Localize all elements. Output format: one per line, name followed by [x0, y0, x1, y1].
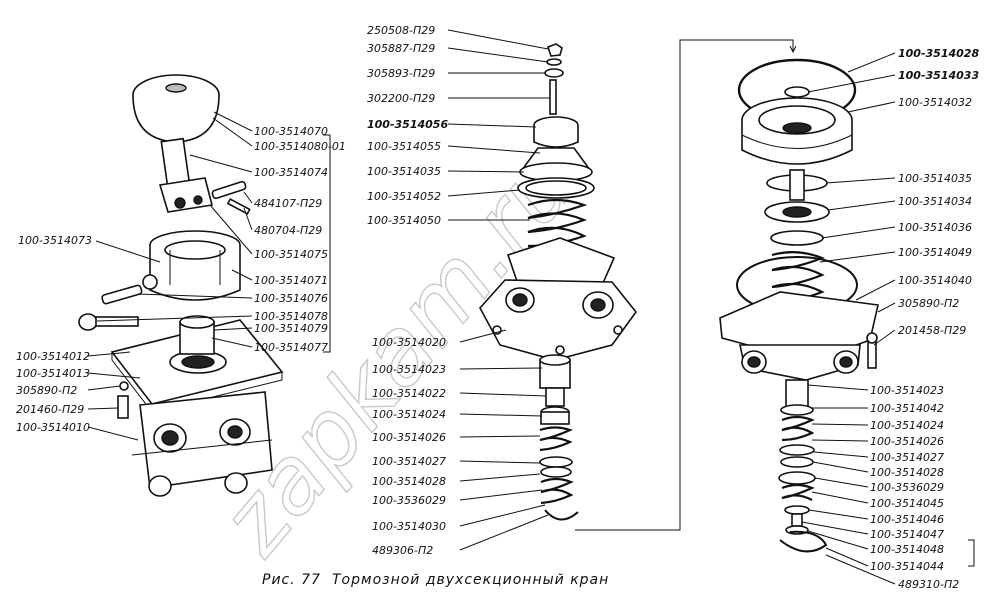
part-label: 100-3514047 [870, 528, 944, 541]
part-label: 100-3514044 [870, 560, 944, 573]
part-label: 100-3514033 [898, 69, 979, 82]
connector-line-2 [575, 520, 681, 531]
part-label: 100-3514034 [898, 195, 972, 208]
part-label: 100-3514046 [870, 513, 944, 526]
part-label: 100-3514045 [870, 497, 944, 510]
part-label: 100-3536029 [372, 494, 446, 507]
part-label: 100-3514077 [254, 341, 328, 354]
part-label: 100-3536029 [870, 481, 944, 494]
figure-number: Рис. 77 [262, 572, 321, 588]
part-label: 100-3514073 [18, 234, 92, 247]
part-label: 100-3514042 [870, 402, 944, 415]
part-label: 305887-П29 [367, 42, 435, 55]
part-label: 100-3514032 [898, 96, 972, 109]
center-assembly-drawing [479, 43, 638, 521]
part-label: 100-3514076 [254, 292, 328, 305]
figure-caption: Рис. 77 Тормозной двухсекционный кран [262, 572, 609, 588]
left-label-bracket [323, 134, 331, 353]
part-label: 100-3514023 [870, 384, 944, 397]
left-assembly-drawing [78, 74, 284, 497]
part-label: 100-3514010 [16, 421, 90, 434]
part-label: 100-3514020 [372, 336, 446, 349]
part-label: 201458-П29 [898, 324, 966, 337]
center-labels: 250508-П29 305887-П29 305893-П29 302200-… [367, 24, 448, 557]
part-label: 100-3514048 [870, 543, 944, 556]
part-label: 100-3514024 [372, 408, 446, 421]
part-label: 100-3514028 [870, 466, 944, 479]
part-label: 100-3514056 [367, 118, 448, 131]
part-label: 100-3514012 [16, 350, 90, 363]
right-labels: 100-3514028 100-3514033 100-3514032 100-… [870, 47, 979, 591]
part-label: 100-3514028 [372, 475, 446, 488]
right-label-bracket [968, 539, 975, 567]
part-label: 100-3514079 [254, 322, 328, 335]
part-label: 305890-П2 [898, 297, 959, 310]
part-label: 100-3514035 [898, 172, 972, 185]
part-label: 100-3514026 [372, 431, 446, 444]
part-label: 489306-П2 [372, 544, 433, 557]
part-label: 305893-П29 [367, 67, 435, 80]
part-label: 100-3514049 [898, 246, 972, 259]
part-label: 100-3514040 [898, 274, 972, 287]
part-label: 100-3514074 [254, 166, 328, 179]
part-label: 250508-П29 [367, 24, 435, 37]
part-label: 100-3514070 [254, 125, 328, 138]
part-label: 100-3514055 [367, 140, 441, 153]
part-label: 100-3514052 [367, 190, 441, 203]
part-label: 100-3514030 [372, 520, 446, 533]
part-label: 100-3514022 [372, 387, 446, 400]
center-leader-lines [447, 29, 550, 551]
part-label: 100-3514075 [254, 248, 328, 261]
left-leader-lines [87, 111, 253, 441]
connector-line [679, 39, 794, 520]
part-label: 100-3514036 [898, 221, 972, 234]
part-label: 302200-П29 [367, 92, 435, 105]
part-label: 100-3514078 [254, 310, 328, 323]
part-label: 305890-П2 [16, 384, 77, 397]
right-leader-lines [801, 52, 896, 585]
part-label: 100-3514026 [870, 435, 944, 448]
part-label: 100-3514080-01 [254, 140, 346, 153]
part-label: 100-3514024 [870, 419, 944, 432]
part-label: 100-3514035 [367, 165, 441, 178]
part-label: 100-3514028 [898, 47, 979, 60]
part-label: 100-3514013 [16, 367, 90, 380]
part-label: 100-3514023 [372, 363, 446, 376]
part-label: 100-3514050 [367, 214, 441, 227]
part-label: 489310-П2 [898, 578, 959, 591]
part-label: 100-3514027 [372, 455, 446, 468]
part-label: 480704-П29 [254, 224, 322, 237]
part-label: 201460-П29 [16, 403, 84, 416]
part-label: 100-3514027 [870, 451, 944, 464]
part-label: 100-3514071 [254, 274, 328, 287]
part-label: 484107-П29 [254, 197, 322, 210]
right-assembly-drawing [719, 58, 879, 553]
figure-title: Тормозной двухсекционный кран [332, 572, 609, 588]
left-labels: 100-3514070 100-3514080-01 100-3514074 4… [16, 125, 346, 434]
